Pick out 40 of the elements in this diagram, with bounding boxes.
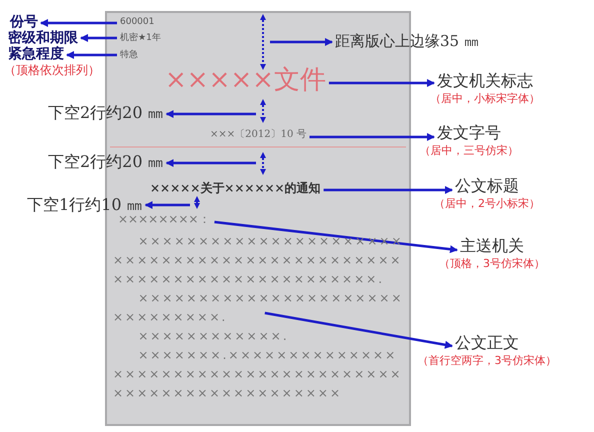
dimension-marker xyxy=(259,14,267,70)
annotation-label: 公文正文 xyxy=(455,333,519,352)
annotation-label: 距离版心上边缘35 ㎜ xyxy=(335,33,479,50)
annotation-note: （居中，2号小标宋） xyxy=(434,198,540,212)
document-title: ×××××关于××××××的通知 xyxy=(150,182,321,196)
arrow xyxy=(270,38,333,46)
document-text: 特急 xyxy=(120,50,138,60)
dimension-marker xyxy=(259,152,267,175)
arrow xyxy=(166,110,256,118)
annotation-label: 发文字号 xyxy=(437,123,501,142)
document-text: ×××〔2012〕10 号 xyxy=(210,129,306,140)
annotation-note: （首行空两字，3号仿宋体） xyxy=(418,355,556,368)
annotation-label: 下空2行约20 ㎜ xyxy=(48,153,164,172)
annotation-label: 下空2行约20 ㎜ xyxy=(48,104,164,122)
annotation-label: 紧急程度 xyxy=(8,46,64,62)
annotation-label: 公文标题 xyxy=(455,176,519,195)
arrow xyxy=(166,159,256,167)
arrow xyxy=(324,186,453,194)
annotation-label: 份号 xyxy=(10,14,38,30)
annotation-label: 主送机关 xyxy=(460,236,524,255)
arrow xyxy=(328,79,435,87)
annotation-label: 发文机关标志 xyxy=(437,71,533,90)
annotation-note: （居中，小标宋字体） xyxy=(430,93,540,106)
annotation-note: （顶格，3号仿宋体） xyxy=(439,258,545,272)
annotation-label: 密级和期限 xyxy=(8,30,78,46)
arrow xyxy=(144,201,190,209)
arrow xyxy=(80,34,117,42)
dimension-marker xyxy=(193,196,201,209)
document-heading: ×××××文件 xyxy=(165,66,326,96)
arrow xyxy=(264,312,453,349)
annotation-label: 下空1行约10 ㎜ xyxy=(27,196,143,214)
arrow xyxy=(40,19,117,27)
document-text: ××××××××： xyxy=(118,213,210,227)
document-text: 机密★1年 xyxy=(120,33,161,44)
arrow xyxy=(310,133,435,141)
document-text: 600001 xyxy=(120,17,154,28)
annotation-note: （居中，三号仿宋） xyxy=(420,145,518,158)
arrow xyxy=(66,51,117,59)
annotation-note: （顶格依次排列） xyxy=(4,64,100,78)
dimension-marker xyxy=(259,99,267,123)
